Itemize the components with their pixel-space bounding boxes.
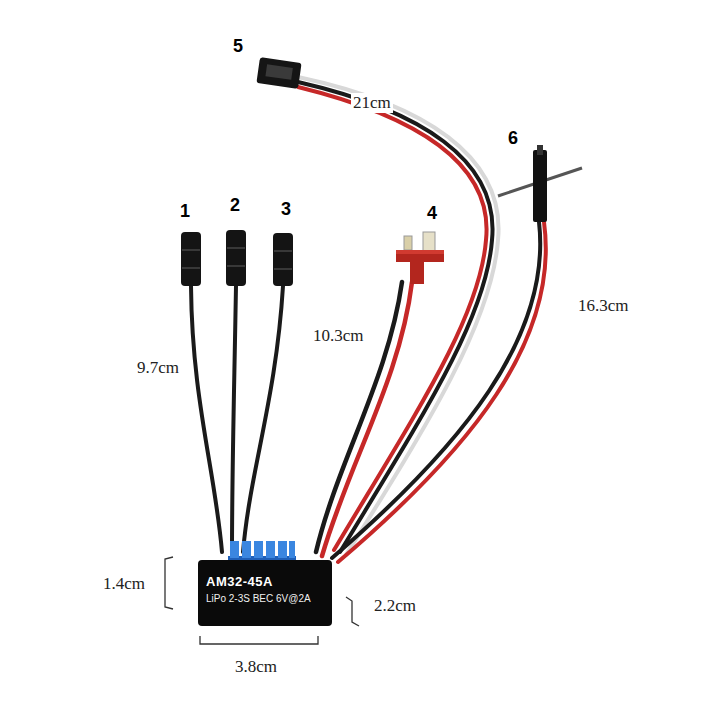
callout-number: 2	[228, 195, 242, 216]
spec-text: LiPo 2-3S BEC 6V@2A	[206, 592, 326, 605]
bullet-plugs	[181, 230, 293, 286]
dimension-brackets	[165, 557, 359, 644]
dimension-label: 2.2cm	[372, 596, 418, 616]
callout-number: 6	[506, 128, 520, 149]
dimension-label: 1.4cm	[101, 574, 147, 594]
battery-lead	[316, 282, 412, 556]
callout-number: 5	[231, 36, 245, 57]
switch	[498, 145, 582, 222]
model-name: AM32-45A	[206, 574, 326, 590]
dimension-label: 10.3cm	[311, 326, 366, 346]
t-plug	[396, 232, 444, 284]
servo-lead	[298, 77, 499, 555]
esc-body: AM32-45A LiPo 2-3S BEC 6V@2A	[198, 560, 332, 626]
callout-number: 3	[279, 199, 293, 220]
dimension-label: 21cm	[351, 93, 393, 113]
callout-number: 4	[425, 203, 439, 224]
callout-number: 1	[178, 201, 192, 222]
switch-lead	[332, 222, 546, 562]
dimension-label: 3.8cm	[233, 657, 279, 677]
servo-plug	[256, 57, 301, 89]
dimension-label: 16.3cm	[576, 296, 631, 316]
motor-leads	[191, 286, 283, 552]
dimension-label: 9.7cm	[135, 358, 181, 378]
